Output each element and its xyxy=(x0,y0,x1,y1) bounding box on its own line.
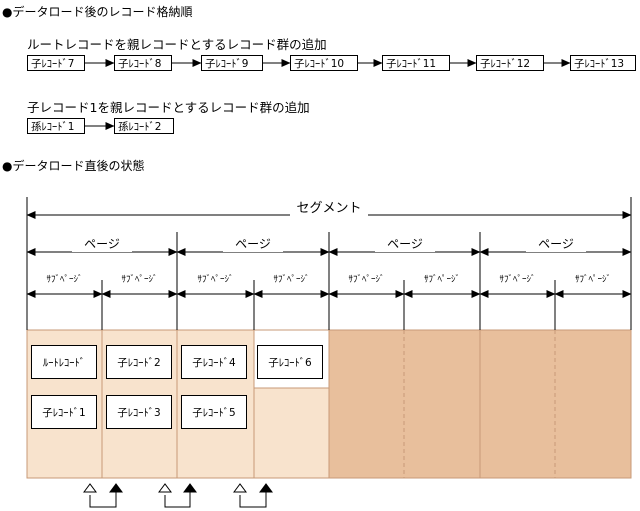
subpage-label-5: ｻﾌﾞﾍﾟｰｼﾞ xyxy=(348,275,385,285)
page-label-3: ページ xyxy=(375,235,435,252)
pointer-arrow-1 xyxy=(89,485,117,508)
stored-record-child-4: 子ﾚｺｰﾄﾞ4 xyxy=(181,345,247,379)
heading-state-after-load: ●データロード直後の状態 xyxy=(2,159,145,173)
stored-record-root: ﾙｰﾄﾚｺｰﾄﾞ xyxy=(31,345,97,379)
subpage-label-6: ｻﾌﾞﾍﾟｰｼﾞ xyxy=(423,275,460,285)
subpage-label-7: ｻﾌﾞﾍﾟｰｼﾞ xyxy=(499,275,536,285)
subpage-label-1: ｻﾌﾞﾍﾟｰｼﾞ xyxy=(46,275,83,285)
record-order-arrows xyxy=(85,59,571,130)
record-child-8: 子ﾚｺｰﾄﾞ8 xyxy=(114,55,172,71)
solid-arrowhead-3 xyxy=(259,483,273,493)
pointer-arrows xyxy=(83,483,273,508)
subpage-label-2: ｻﾌﾞﾍﾟｰｼﾞ xyxy=(121,275,158,285)
dimension-lines xyxy=(26,197,632,330)
stored-record-child-6: 子ﾚｺｰﾄﾞ6 xyxy=(257,345,323,379)
stored-record-child-1: 子ﾚｺｰﾄﾞ1 xyxy=(31,395,97,429)
hollow-arrowhead-2 xyxy=(158,483,172,493)
record-child-13: 子ﾚｺｰﾄﾞ13 xyxy=(570,55,636,71)
record-child-9: 子ﾚｺｰﾄﾞ9 xyxy=(201,55,263,71)
record-child-10: 子ﾚｺｰﾄﾞ10 xyxy=(290,55,358,71)
hollow-arrowhead-3 xyxy=(233,483,247,493)
record-grandchild-2: 孫ﾚｺｰﾄﾞ2 xyxy=(114,118,174,134)
subpage-label-4: ｻﾌﾞﾍﾟｰｼﾞ xyxy=(273,275,310,285)
record-grandchild-1: 孫ﾚｺｰﾄﾞ1 xyxy=(27,118,85,134)
child-group-title: 子レコード1を親レコードとするレコード群の追加 xyxy=(27,100,310,115)
stored-record-child-5: 子ﾚｺｰﾄﾞ5 xyxy=(181,395,247,429)
subpage-label-8: ｻﾌﾞﾍﾟｰｼﾞ xyxy=(574,275,611,285)
pointer-arrow-2 xyxy=(164,485,191,508)
solid-arrowhead-1 xyxy=(109,483,123,493)
root-group-title: ルートレコードを親レコードとするレコード群の追加 xyxy=(27,37,327,52)
pointer-arrow-3 xyxy=(239,485,267,508)
segment-label: セグメント xyxy=(290,197,368,216)
stored-record-child-2: 子ﾚｺｰﾄﾞ2 xyxy=(106,345,172,379)
subpage-label-3: ｻﾌﾞﾍﾟｰｼﾞ xyxy=(197,275,234,285)
page-label-4: ページ xyxy=(526,235,586,252)
record-child-12: 子ﾚｺｰﾄﾞ12 xyxy=(476,55,544,71)
heading-record-storage-order: ●データロード後のレコード格納順 xyxy=(2,5,193,19)
hollow-arrowhead-1 xyxy=(83,483,97,493)
page-label-2: ページ xyxy=(223,235,283,252)
record-child-7: 子ﾚｺｰﾄﾞ7 xyxy=(27,55,85,71)
stored-record-child-3: 子ﾚｺｰﾄﾞ3 xyxy=(106,395,172,429)
page-label-1: ページ xyxy=(72,235,132,252)
record-child-11: 子ﾚｺｰﾄﾞ11 xyxy=(382,55,450,71)
solid-arrowhead-2 xyxy=(183,483,197,493)
